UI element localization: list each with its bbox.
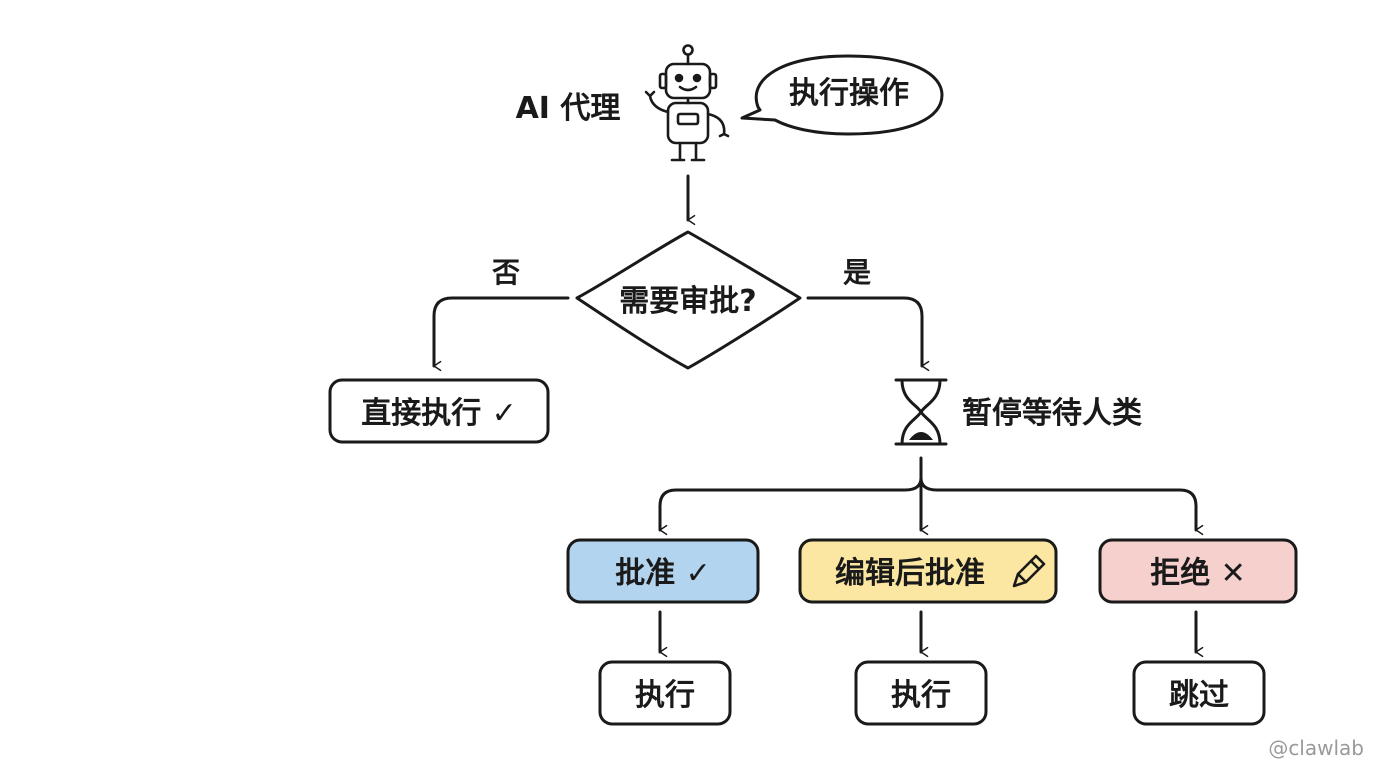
agent-label: AI 代理: [516, 91, 621, 126]
arrow-yes-branch: [806, 296, 930, 372]
decision-label: 需要审批?: [619, 284, 756, 319]
reject-box: 拒绝 ✕: [1098, 538, 1298, 604]
edit-result-box: 执行: [854, 660, 988, 726]
decision-node: 需要审批?: [575, 230, 802, 370]
edit-result-label: 执行: [891, 678, 951, 713]
arrow-to-reject: [919, 476, 1204, 536]
approve-result-label: 执行: [635, 678, 695, 713]
edit-approve-box: 编辑后批准: [798, 538, 1058, 604]
hourglass-icon: [894, 378, 948, 446]
reject-result-label: 跳过: [1169, 678, 1229, 713]
speech-text: 执行操作: [789, 76, 909, 111]
approve-result-box: 执行: [598, 660, 732, 726]
watermark: @clawlab: [1268, 736, 1364, 760]
robot-icon: [644, 44, 730, 162]
reject-result-box: 跳过: [1132, 660, 1266, 726]
arrow-to-approve: [658, 476, 923, 536]
approve-label: 批准 ✓: [615, 556, 711, 591]
reject-label: 拒绝 ✕: [1150, 556, 1246, 591]
direct-execute-label: 直接执行 ✓: [361, 396, 517, 431]
arrow-no-branch: [432, 296, 570, 372]
direct-execute-box: 直接执行 ✓: [328, 378, 550, 444]
pencil-icon: [1012, 554, 1046, 588]
no-label: 否: [492, 256, 520, 289]
edit-approve-label: 编辑后批准: [835, 556, 985, 591]
wait-label: 暂停等待人类: [962, 396, 1142, 431]
approve-box: 批准 ✓: [566, 538, 760, 604]
speech-bubble: 执行操作: [740, 54, 944, 136]
yes-label: 是: [843, 256, 871, 289]
